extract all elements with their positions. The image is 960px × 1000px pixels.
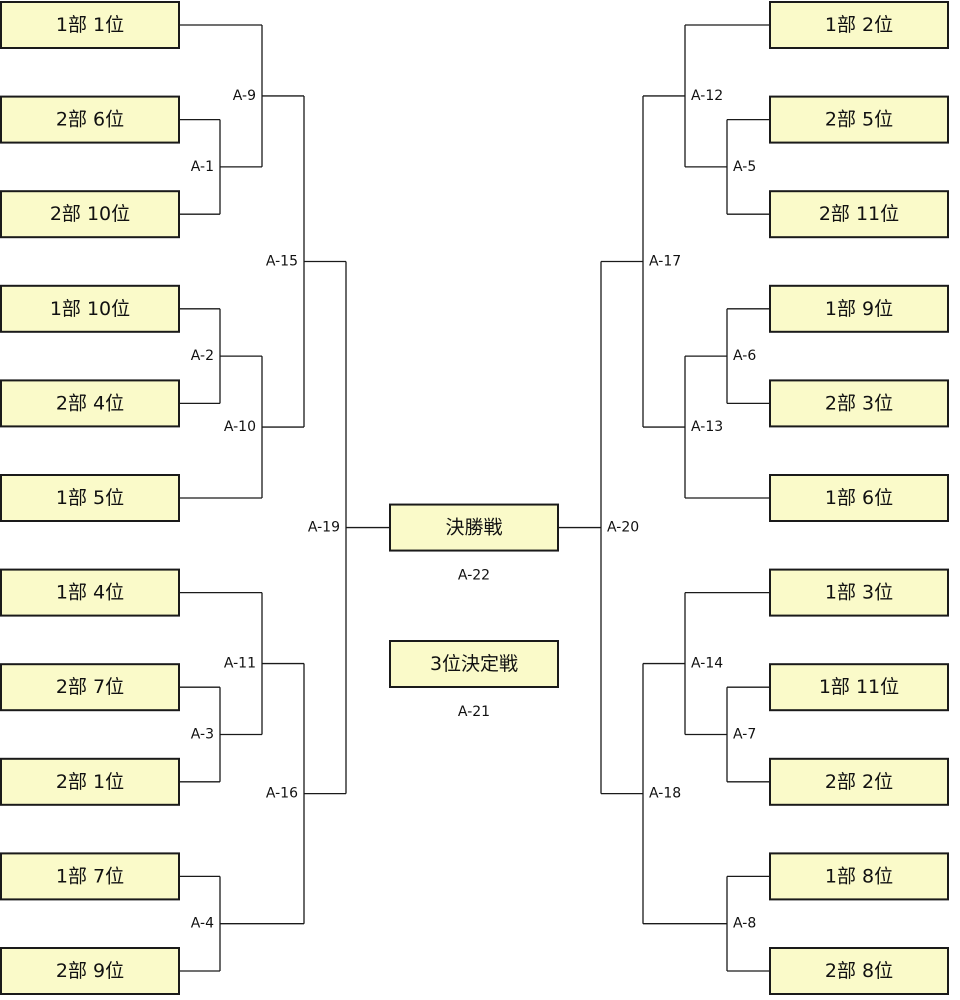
left-team-label: 1部 7位	[56, 865, 124, 887]
left-team-box	[0, 284, 180, 333]
right-team-box	[769, 568, 949, 617]
right-team-label: 1部 8位	[825, 865, 893, 887]
bracket-lines	[179, 24, 770, 972]
right-quarterfinal-label: A-18	[649, 786, 681, 802]
right-quarterfinal-label: A-17	[649, 254, 681, 270]
left-team-box	[0, 663, 180, 712]
right-team-box	[769, 474, 949, 522]
right-team-label: 2部 3位	[825, 392, 893, 414]
right-first-round-label: A-8	[733, 916, 756, 932]
right-first-round-label: A-5	[733, 159, 756, 175]
left-team-box	[0, 1, 180, 49]
left-team-box	[0, 474, 180, 522]
left-second-round-label: A-9	[233, 88, 256, 104]
final-box	[389, 503, 559, 552]
left-team-box	[0, 95, 180, 144]
right-team-box	[769, 663, 949, 712]
right-team-label: 2部 11位	[819, 203, 899, 225]
third-place-label: 3位決定戦	[430, 653, 518, 675]
left-team-label: 1部 4位	[56, 582, 124, 604]
right-team-box	[769, 190, 949, 239]
left-team-label: 1部 10位	[50, 298, 130, 320]
final-match-label: A-22	[458, 568, 490, 584]
left-team-box	[0, 568, 180, 617]
right-team-label: 1部 9位	[825, 298, 893, 320]
right-team-box	[769, 757, 949, 806]
left-second-round-label: A-10	[224, 419, 256, 435]
right-team-label: 1部 3位	[825, 582, 893, 604]
right-second-round-label: A-13	[691, 419, 723, 435]
left-first-round-label: A-2	[191, 348, 214, 364]
left-team-label: 2部 9位	[56, 960, 124, 982]
right-team-box	[769, 947, 949, 995]
right-team-label: 1部 2位	[825, 14, 893, 36]
right-team-box	[769, 852, 949, 901]
right-team-label: 2部 5位	[825, 109, 893, 131]
final-label: 決勝戦	[445, 517, 502, 539]
left-team-box	[0, 190, 180, 239]
left-team-label: 1部 1位	[56, 14, 124, 36]
third-place-match-label: A-21	[458, 704, 490, 720]
right-team-label: 2部 8位	[825, 960, 893, 982]
left-team-box	[0, 947, 180, 995]
right-team-label: 1部 11位	[819, 676, 899, 698]
left-first-round-label: A-4	[191, 916, 214, 932]
right-team-box	[769, 284, 949, 333]
left-team-label: 2部 7位	[56, 676, 124, 698]
left-team-label: 1部 5位	[56, 487, 124, 509]
right-team-label: 2部 2位	[825, 771, 893, 793]
left-team-label: 2部 6位	[56, 109, 124, 131]
right-first-round-label: A-6	[733, 348, 756, 364]
left-team-label: 2部 10位	[50, 203, 130, 225]
right-second-round-label: A-14	[691, 656, 723, 672]
left-team-label: 2部 4位	[56, 392, 124, 414]
left-semifinal-label: A-19	[308, 520, 340, 536]
right-team-box	[769, 95, 949, 144]
right-team-box	[769, 379, 949, 428]
left-first-round-label: A-3	[191, 727, 214, 743]
left-team-box	[0, 852, 180, 901]
right-team-label: 1部 6位	[825, 487, 893, 509]
match-labels: A-1A-2A-3A-4A-9A-10A-11A-15A-16A-19A-5A-…	[191, 88, 757, 932]
left-first-round-label: A-1	[191, 159, 214, 175]
right-semifinal-label: A-20	[607, 520, 639, 536]
left-team-box	[0, 757, 180, 806]
left-quarterfinal-label: A-15	[266, 254, 298, 270]
left-team-label: 2部 1位	[56, 771, 124, 793]
right-team-box	[769, 1, 949, 49]
left-team-box	[0, 379, 180, 428]
third-place-box	[389, 640, 559, 688]
right-second-round-label: A-12	[691, 88, 723, 104]
left-quarterfinal-label: A-16	[266, 786, 298, 802]
left-second-round-label: A-11	[224, 656, 256, 672]
right-first-round-label: A-7	[733, 727, 756, 743]
